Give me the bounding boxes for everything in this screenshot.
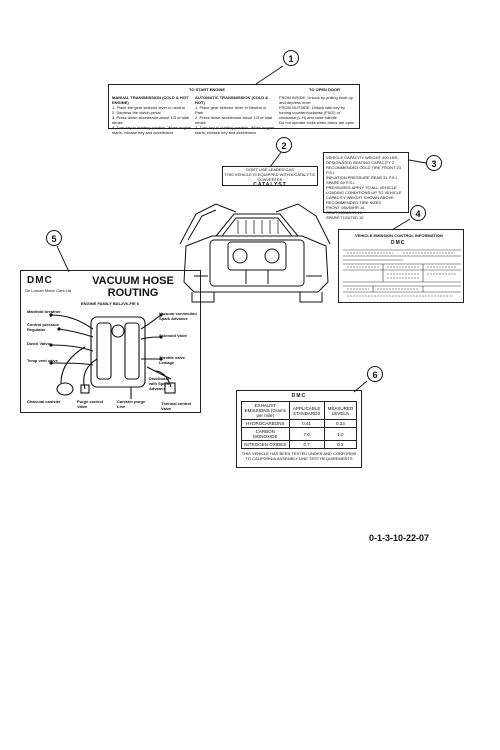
vacuum-title-line2: ROUTING xyxy=(107,287,159,299)
tire-line: PRESSURES APPLY TO ALL VEHICLE xyxy=(326,185,397,190)
emission-logo: DMC xyxy=(391,240,406,246)
callout-purge-valve: Purge control Valve xyxy=(77,399,104,409)
catalyst-line: DON'T USE LEADED GAS xyxy=(245,167,295,172)
tire-line: SPARE T125/70D 15 xyxy=(326,215,364,220)
catalyst-text: CATALYST xyxy=(253,182,287,188)
callout-charcoal: Charcoal canister xyxy=(27,399,61,404)
tire-line: DESIGNATED SEATING CAPACITY 2 xyxy=(326,160,395,165)
exhaust-table: EXHAUST EMISSIONS (Grams per mile) APPLI… xyxy=(241,401,358,449)
catalyst-label: DON'T USE LEADED GAS THIS VEHICLE IS EQU… xyxy=(222,166,318,188)
callout-distributor: Distributor with Spark Advance xyxy=(149,376,170,391)
vacuum-hose-routing-label: DMC VACUUM HOSE ROUTING De Lorean Motor … xyxy=(20,270,201,413)
table-cell: 0.3 xyxy=(323,440,358,449)
label1-col3-line: FROM INSIDE: Unlock by pulling knob up a… xyxy=(279,95,354,105)
label1-col2-line: 2. Press down accelerator about 1/3 of t… xyxy=(195,115,273,125)
label1-col2-line: 1. Place gear selector lever in Neutral … xyxy=(195,105,267,115)
exhaust-emissions-label: DMC EXHAUST EMISSIONS (Grams per mile) A… xyxy=(236,390,362,468)
callout-spark-advance: Vacuum connection Spark Advance xyxy=(159,311,197,321)
label1-col1-line: 1. Place the gear selector lever in neut… xyxy=(112,105,185,110)
callout-solenoid: Solenoid Valve xyxy=(159,333,188,338)
label1-col2: AUTOMATIC TRANSMISSION (COLD & HOT) 1. P… xyxy=(195,95,275,135)
callout-manifold: Manifold breather xyxy=(27,309,61,314)
vacuum-logo: DMC xyxy=(27,275,53,286)
label1-col3-line: Do not operate locks when doors are open xyxy=(279,120,355,125)
drawing-number: 0-1-3-10-22-07 xyxy=(369,533,430,543)
tire-pressure-label: VEHICLE CAPACITY WEIGHT 400 LBS. DESIGNA… xyxy=(323,152,409,220)
callout-1: 1 xyxy=(283,50,299,66)
vacuum-schematic xyxy=(49,313,176,399)
callout-temp-vent: Temp vent valve xyxy=(27,358,58,363)
label1-col1: MANUAL TRANSMISSION (COLD & HOT ENGINE) … xyxy=(112,95,192,135)
tire-line: SPARE 60 P.S.I. xyxy=(326,180,356,185)
catalyst-line: THIS VEHICLE IS EQUIPPED WITH A CATALYTI… xyxy=(224,172,316,182)
vacuum-title: VACUUM HOSE ROUTING xyxy=(73,275,193,299)
tire-line: RECOMMENDED TIRE SIZES xyxy=(326,200,382,205)
engine-family: ENGINE FAMILY BDL2V6-FIE 6 xyxy=(81,301,140,306)
callout-2: 2 xyxy=(276,137,292,153)
label1-col1-line: 3. Press down accelerator about 1/3 of t… xyxy=(112,115,190,125)
callout-5: 5 xyxy=(46,230,62,246)
tire-line: INFLATION PRESSURE REAR 31 P.S.I. xyxy=(326,175,398,180)
label1-title: TO START ENGINE xyxy=(189,87,226,92)
callout-dutch-valve: Dutch Valve xyxy=(27,341,50,346)
tire-line: VEHICLE CAPACITY WEIGHT 400 LBS. xyxy=(326,155,399,160)
callout-purge-line: Canister purge Line xyxy=(117,399,146,409)
label1-col1-line: 2. Depress the clutch pedal xyxy=(112,110,161,115)
vacuum-title-line1: VACUUM HOSE xyxy=(92,275,174,287)
label1-col3-line: FROM OUTSIDE: Unlock with key by turning… xyxy=(279,105,346,120)
callout-regulator: Control pressure Regulator xyxy=(27,322,60,332)
start-engine-label: TO START ENGINE TO OPEN DOOR MANUAL TRAN… xyxy=(108,84,360,135)
emission-control-label: VEHICLE EMISSION CONTROL INFORMATION DMC xyxy=(338,229,464,303)
tire-line: FRONT 195/60HR 14 xyxy=(326,205,365,210)
exhaust-logo: DMC xyxy=(291,393,307,399)
car-rear-illustration xyxy=(179,203,331,303)
callout-6: 6 xyxy=(367,366,383,382)
emission-table-graphic xyxy=(343,249,461,297)
emission-title: VEHICLE EMISSION CONTROL INFORMATION xyxy=(355,233,443,238)
label1-col2-line: 3. Turn key to starting position. When e… xyxy=(195,125,275,135)
label1-right-title: TO OPEN DOOR xyxy=(309,87,341,92)
tire-line: CAPACITY WEIGHT SHOWN ABOVE xyxy=(326,195,394,200)
tire-line: RECOMMENDED COLD TIRE FRONT 23 P.S.I. xyxy=(326,165,401,175)
label1-col3: FROM INSIDE: Unlock by pulling knob up a… xyxy=(279,95,357,125)
vacuum-maker: De Lorean Motor Cars Ltd xyxy=(25,288,72,293)
exhaust-footer: THIS VEHICLE HAS BEEN TESTED UNDER AND C… xyxy=(241,451,357,461)
callout-thermal-valve: Thermal control Valve xyxy=(161,401,192,411)
label1-col1-head: MANUAL TRANSMISSION (COLD & HOT ENGINE) xyxy=(112,95,189,105)
tire-line: LOADING CONDITIONS UP TO VEHICLE xyxy=(326,190,402,195)
label1-col1-line: 4. Turn key to starting position. When e… xyxy=(112,125,192,135)
callout-4: 4 xyxy=(410,205,426,221)
tire-line: REAR 235/60HR 15 xyxy=(326,210,362,215)
label1-col2-head: AUTOMATIC TRANSMISSION (COLD & HOT) xyxy=(195,95,269,105)
table-row: NITROGEN OXIDES 0.7 0.3 xyxy=(241,440,358,449)
callout-throttle: Throttle valve Linkage xyxy=(159,355,186,365)
table-header-row: EXHAUST EMISSIONS (Grams per mile) APPLI… xyxy=(241,401,358,420)
callout-3: 3 xyxy=(426,155,442,171)
